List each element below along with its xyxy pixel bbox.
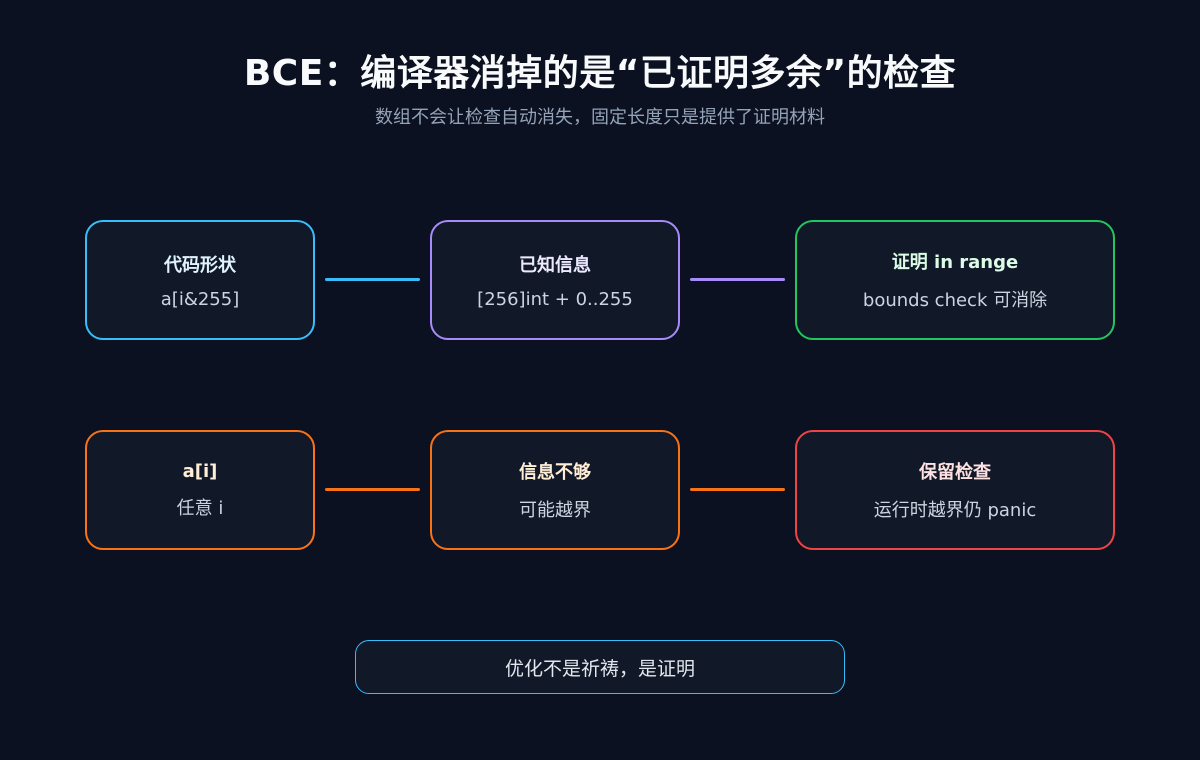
- footer-callout: 优化不是祈祷，是证明: [355, 640, 845, 694]
- node-proof-in-range: 证明 in range bounds check 可消除: [795, 220, 1115, 340]
- node-detail: bounds check 可消除: [862, 290, 1048, 311]
- node-detail: a[i&255]: [160, 288, 240, 310]
- node-detail: 运行时越界仍 panic: [873, 500, 1037, 521]
- node-detail: 可能越界: [519, 500, 591, 521]
- node-detail: 任意 i: [176, 497, 224, 519]
- edge-index-to-insufficient: [325, 488, 420, 491]
- edge-insufficient-to-keep: [690, 488, 785, 491]
- node-label: a[i]: [182, 460, 218, 482]
- node-label: 信息不够: [519, 462, 591, 483]
- page-title: BCE：编译器消掉的是“已证明多余”的检查: [243, 53, 957, 94]
- node-known-info: 已知信息 [256]int + 0..255: [430, 220, 680, 340]
- node-any-index: a[i] 任意 i: [85, 430, 315, 550]
- node-label: 代码形状: [164, 254, 236, 276]
- page-subtitle: 数组不会让检查自动消失，固定长度只是提供了证明材料: [375, 107, 825, 128]
- node-insufficient-info: 信息不够 可能越界: [430, 430, 680, 550]
- node-label: 已知信息: [519, 254, 591, 276]
- edge-code-to-known: [325, 278, 420, 281]
- node-detail: [256]int + 0..255: [477, 288, 633, 310]
- node-label: 证明 in range: [891, 252, 1019, 273]
- node-code-shape: 代码形状 a[i&255]: [85, 220, 315, 340]
- node-keep-check: 保留检查 运行时越界仍 panic: [795, 430, 1115, 550]
- edge-known-to-proof: [690, 278, 785, 281]
- node-label: 保留检查: [919, 462, 991, 483]
